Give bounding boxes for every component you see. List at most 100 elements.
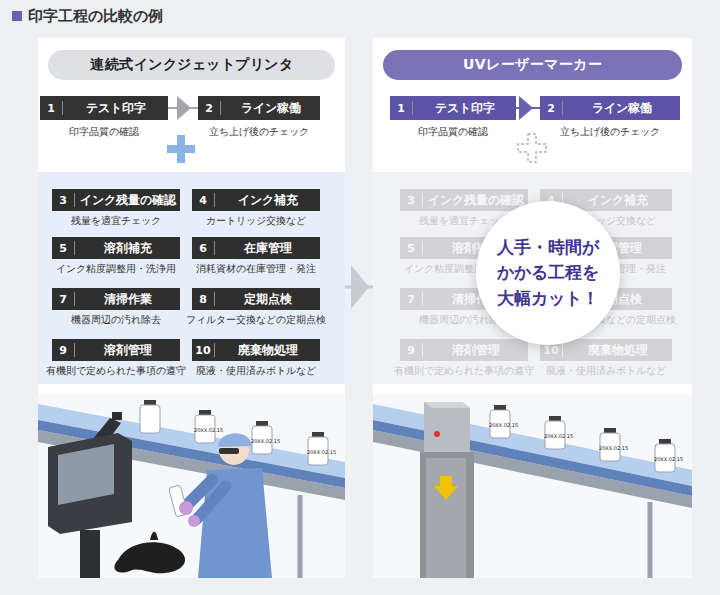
bottle-print: 20XX.02.15 (307, 449, 329, 455)
step-label: インク補充 (563, 193, 672, 208)
step-bar: 7清掃作業 (52, 288, 180, 310)
separator (422, 343, 423, 357)
separator (74, 193, 75, 207)
step-description: インク粘度調整用・洗浄用 (40, 263, 192, 276)
separator (214, 193, 215, 207)
step-bar: 6在庫管理 (192, 237, 320, 259)
step-description: 立ち上げ後のチェック (186, 125, 332, 139)
step-number: 7 (400, 293, 422, 306)
step-label: 廃棄物処理 (215, 343, 320, 358)
step-bar: 3インク残量の確認 (400, 189, 528, 211)
separator (74, 241, 75, 255)
task-group: 3インク残量の確認残量を適宜チェック4インク補充カートリッジ交換など5溶剤補充イ… (38, 172, 345, 384)
separator (562, 101, 563, 115)
bottle-print: 20XX.02.15 (251, 438, 273, 444)
separator (214, 343, 215, 357)
step-label: 溶剤管理 (75, 343, 180, 358)
bottle-print: 20XX.02.15 (599, 445, 621, 451)
step-box: 2ライン稼働立ち上げ後のチェック (540, 96, 680, 140)
connector (345, 265, 373, 309)
step-box: 2ライン稼働立ち上げ後のチェック (198, 96, 320, 140)
step-label: インク残量の確認 (423, 193, 528, 208)
bottle-print: 20XX.02.15 (544, 433, 566, 439)
separator (412, 101, 413, 115)
step-bar: 9溶剤管理 (52, 339, 180, 361)
bottle-print: 20XX.02.15 (194, 427, 216, 433)
diagram-title: 印字工程の比較の例 (28, 7, 163, 26)
step-box: 1テスト印字印字品質の確認 (40, 96, 168, 140)
separator (62, 101, 63, 115)
step-number: 1 (390, 102, 412, 115)
step-box: 1テスト印字印字品質の確認 (390, 96, 516, 140)
step-description: 有機則で定められた事項の遵守 (388, 365, 540, 378)
step-description: 廃液・使用済みボトルなど (528, 365, 684, 378)
task-box: 8定期点検フィルター交換などの定期点検 (192, 288, 320, 330)
step-label: インク残量の確認 (75, 193, 180, 208)
bottle-print: 20XX.02.15 (654, 456, 676, 462)
step-bar: 5溶剤補充 (52, 237, 180, 259)
step-label: 溶剤管理 (423, 343, 528, 358)
step-number: 8 (192, 293, 214, 306)
step-description: 有機則で定められた事項の遵守 (40, 365, 192, 378)
callout-circle: 人手・時間が かかる工程を 大幅カット！ (476, 201, 620, 345)
step-bar: 10廃棄物処理 (192, 339, 320, 361)
panel-box: UVレーザーマーカー1テスト印字印字品質の確認2ライン稼働立ち上げ後のチェック3… (373, 38, 692, 578)
connector-line (345, 286, 373, 289)
step-number: 4 (192, 194, 214, 207)
step-number: 9 (400, 344, 422, 357)
step-description: 残量を適宜チェック (40, 215, 192, 228)
separator (422, 292, 423, 306)
separator (422, 241, 423, 255)
step-label: 定期点検 (215, 292, 320, 307)
step-number: 7 (52, 293, 74, 306)
separator (214, 292, 215, 306)
step-number: 10 (192, 344, 214, 357)
step-number: 2 (540, 102, 562, 115)
panel-heading: UVレーザーマーカー (383, 50, 682, 80)
step-number: 3 (52, 194, 74, 207)
step-description: 立ち上げ後のチェック (528, 125, 692, 139)
step-number: 2 (198, 102, 220, 115)
step-bar: 4インク補充 (192, 189, 320, 211)
callout-text: 人手・時間が かかる工程を 大幅カット！ (476, 201, 620, 345)
step-number: 9 (52, 344, 74, 357)
step-label: テスト印字 (413, 101, 516, 116)
task-box: 10廃棄物処理廃液・使用済みボトルなど (192, 339, 320, 381)
step-number: 1 (40, 102, 62, 115)
separator (562, 343, 563, 357)
separator (214, 241, 215, 255)
step-label: 在庫管理 (215, 241, 320, 256)
task-box: 9溶剤管理有機則で定められた事項の遵守 (400, 339, 528, 381)
task-box: 3インク残量の確認残量を適宜チェック (52, 189, 180, 231)
task-group: 3インク残量の確認残量を適宜チェック4インク補充カートリッジ交換など5溶剤補充イ… (373, 172, 692, 384)
panel-heading: 連続式インクジェットプリンタ (48, 50, 335, 80)
step-bar: 2ライン稼働 (198, 96, 320, 120)
step-bar: 8定期点検 (192, 288, 320, 310)
step-number: 6 (192, 242, 214, 255)
step-number: 5 (400, 242, 422, 255)
step-label: テスト印字 (63, 101, 168, 116)
step-description: 廃液・使用済みボトルなど (180, 365, 332, 378)
step-label: インク補充 (215, 193, 320, 208)
bottle-print: 20XX.02.15 (489, 422, 511, 428)
step-label: 廃棄物処理 (563, 343, 672, 358)
step-number: 3 (400, 194, 422, 207)
step-description: 印字品質の確認 (378, 125, 528, 139)
step-description: 印字品質の確認 (28, 125, 180, 139)
step-description: 消耗資材の在庫管理・発注 (180, 263, 332, 276)
task-box: 10廃棄物処理廃液・使用済みボトルなど (540, 339, 672, 381)
callout-shape (476, 201, 620, 345)
task-box: 5溶剤補充インク粘度調整用・洗浄用 (52, 237, 180, 279)
step-label: 溶剤補充 (75, 241, 180, 256)
step-bar: 1テスト印字 (390, 96, 516, 120)
title-marker (12, 11, 22, 21)
separator (422, 193, 423, 207)
arrow-head (351, 265, 369, 309)
step-number: 10 (540, 344, 562, 357)
panel-box: 連続式インクジェットプリンタ1テスト印字印字品質の確認2ライン稼働立ち上げ後のチ… (38, 38, 345, 578)
step-number: 5 (52, 242, 74, 255)
step-label: ライン稼働 (563, 101, 680, 116)
step-bar: 9溶剤管理 (400, 339, 528, 361)
task-box: 9溶剤管理有機則で定められた事項の遵守 (52, 339, 180, 381)
